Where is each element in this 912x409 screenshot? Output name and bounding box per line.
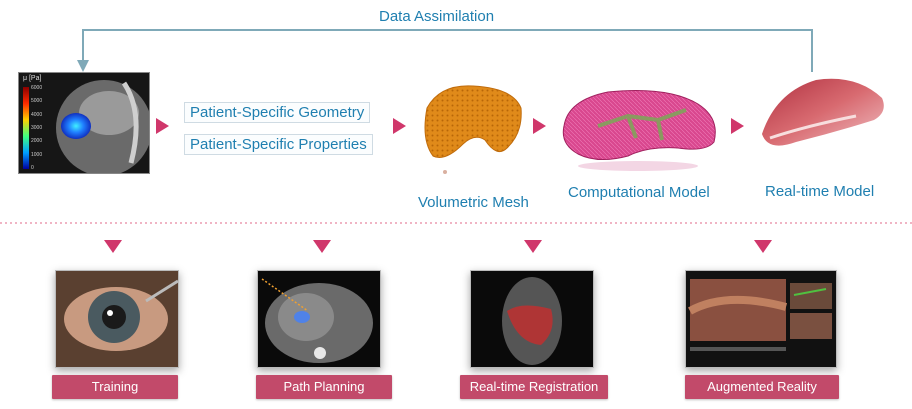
patient-properties-label: Patient-Specific Properties	[184, 134, 373, 155]
liver-rendered-icon	[762, 78, 884, 146]
scale-tick: 4000	[31, 111, 43, 118]
scale-tick: 5000	[31, 98, 43, 105]
liver-fem-model-icon	[562, 90, 716, 171]
eye-surgery-photo	[55, 270, 179, 368]
scale-tick: 3000	[31, 124, 43, 131]
flow-arrow-icon	[533, 118, 546, 134]
volumetric-mesh-label: Volumetric Mesh	[418, 194, 529, 211]
down-arrow-icon	[104, 240, 122, 253]
mri-liver-overlay-photo	[470, 270, 594, 368]
down-arrow-icon	[313, 240, 331, 253]
scale-tick: 6000	[31, 85, 43, 91]
flow-arrow-icon	[156, 118, 169, 134]
mri-unit-label: μ [Pa]	[23, 75, 42, 82]
mri-elastography-image: μ [Pa] 6000 5000 4000 3000 2000 1000 0	[18, 72, 150, 174]
training-button[interactable]: Training	[52, 375, 178, 399]
liver-mesh-icon	[424, 85, 522, 174]
patient-geometry-label: Patient-Specific Geometry	[184, 102, 371, 123]
computational-model-label: Computational Model	[568, 184, 710, 201]
real-time-model-label: Real-time Model	[765, 183, 875, 200]
down-arrow-icon	[754, 240, 772, 253]
augmented-reality-button[interactable]: Augmented Reality	[685, 375, 839, 399]
data-assimilation-label: Data Assimilation	[377, 8, 497, 25]
scale-tick: 0	[31, 164, 34, 171]
real-time-registration-button[interactable]: Real-time Registration	[460, 375, 608, 399]
ct-scan-path-photo	[257, 270, 381, 368]
scale-tick: 2000	[31, 138, 43, 145]
path-planning-button[interactable]: Path Planning	[256, 375, 392, 399]
flow-arrow-icon	[393, 118, 406, 134]
mri-scan-graphic	[19, 73, 149, 173]
scale-tick: 1000	[31, 151, 43, 158]
down-arrow-icon	[524, 240, 542, 253]
laparoscopic-ar-photo	[685, 270, 837, 368]
mri-scale-ticks: 6000 5000 4000 3000 2000 1000 0	[31, 85, 49, 171]
flow-arrow-icon	[731, 118, 744, 134]
